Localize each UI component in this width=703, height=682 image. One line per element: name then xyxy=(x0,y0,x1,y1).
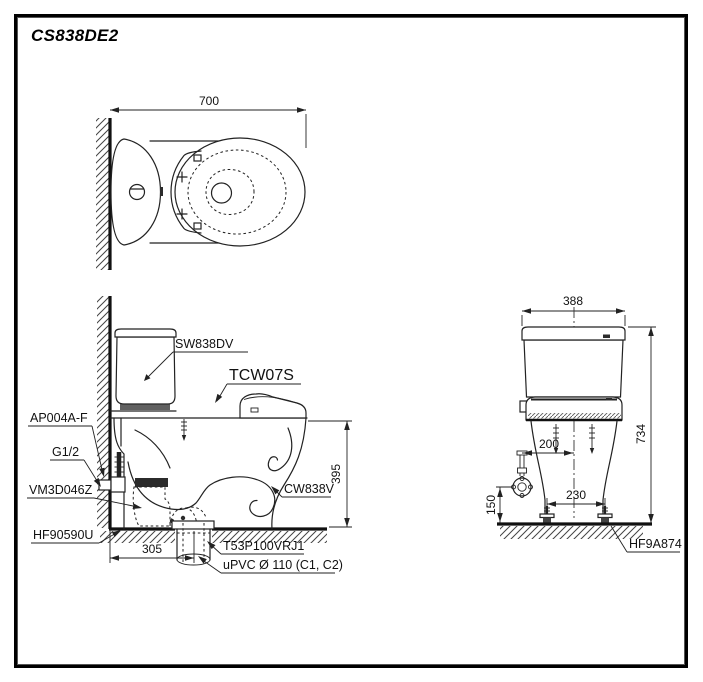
front-view: 388 xyxy=(484,294,682,553)
dim-150-text: 150 xyxy=(484,495,498,515)
svg-text:TCW07S: TCW07S xyxy=(229,367,294,384)
dim-supply-offset: 200 xyxy=(522,437,574,456)
trap-inlet xyxy=(210,182,233,204)
label-drain-socket: T53P100VRJ1 xyxy=(207,539,304,555)
bowl-side-profile xyxy=(113,417,307,530)
washlet-side-profile xyxy=(239,393,307,419)
svg-text:VM3D046Z: VM3D046Z xyxy=(29,483,93,497)
label-flange-seal: VM3D046Z xyxy=(27,483,142,509)
svg-text:T53P100VRJ1: T53P100VRJ1 xyxy=(223,539,304,553)
flush-button xyxy=(128,183,146,201)
tank-latch xyxy=(160,187,163,196)
svg-text:HF9A874: HF9A874 xyxy=(629,537,682,551)
dim-overall-width: 388 xyxy=(521,294,626,326)
dim-230-text: 230 xyxy=(566,488,586,502)
label-washlet: TCW07S xyxy=(215,367,301,403)
dim-bowl-height: 395 xyxy=(308,420,352,528)
page-title: CS838DE2 xyxy=(31,26,119,45)
svg-text:CW838V: CW838V xyxy=(284,482,335,496)
seat-hinge-bracket xyxy=(170,150,202,234)
supply-valve xyxy=(511,450,533,498)
seat-fixing-screw xyxy=(181,419,187,441)
label-cistern: SW838DV xyxy=(144,337,248,381)
dim-305-text: 305 xyxy=(142,542,162,556)
dim-bolt-spacing: 230 xyxy=(546,488,606,509)
top-view: 700 xyxy=(96,94,307,270)
svg-text:AP004A-F: AP004A-F xyxy=(30,411,88,425)
seat-plan-outline xyxy=(187,149,287,235)
label-thread: G1/2 xyxy=(50,445,101,487)
label-floor-fixing: HF90590U xyxy=(31,528,121,544)
pedestal-front xyxy=(530,420,618,524)
dim-388-text: 388 xyxy=(563,294,583,308)
floor-hatch xyxy=(100,531,175,543)
floor-bolts xyxy=(539,506,613,524)
floor-hatch xyxy=(212,531,327,543)
tank-front xyxy=(521,326,626,398)
svg-text:SW838DV: SW838DV xyxy=(175,337,234,351)
dim-overall-depth: 700 xyxy=(110,94,307,148)
wall-hatch xyxy=(96,118,109,270)
flush-valve-assembly xyxy=(98,452,207,527)
seat-bolts xyxy=(553,424,595,454)
bowl-plan-outline xyxy=(174,137,306,247)
label-supply-fitting: AP004A-F xyxy=(28,411,105,477)
svg-text:G1/2: G1/2 xyxy=(52,445,79,459)
wall-hatch xyxy=(97,296,109,528)
water-surface-outline xyxy=(205,168,255,216)
dim-700-text: 700 xyxy=(199,94,219,108)
brand-logo xyxy=(603,334,610,338)
dim-395-text: 395 xyxy=(329,464,343,484)
svg-text:HF90590U: HF90590U xyxy=(33,528,93,542)
label-fixing-kit: HF9A874 xyxy=(610,525,682,553)
drain-pipe xyxy=(171,520,215,566)
side-view: 395 305 SW838DV TCW07S AP004A-F xyxy=(27,296,352,574)
label-drain-pipe: uPVC Ø 110 (C1, C2) xyxy=(198,556,343,574)
floor-hatch xyxy=(500,526,643,539)
dim-drain-setout: 305 xyxy=(109,529,195,563)
dim-supply-height: 150 xyxy=(484,486,513,523)
dim-overall-height: 734 xyxy=(628,326,656,523)
dim-200-text: 200 xyxy=(539,437,559,451)
svg-text:uPVC Ø 110 (C1, C2): uPVC Ø 110 (C1, C2) xyxy=(223,558,343,572)
label-bowl: CW838V xyxy=(271,482,335,498)
dim-734-text: 734 xyxy=(634,424,648,444)
tank-side-profile xyxy=(109,328,177,412)
washlet-front xyxy=(519,396,623,422)
